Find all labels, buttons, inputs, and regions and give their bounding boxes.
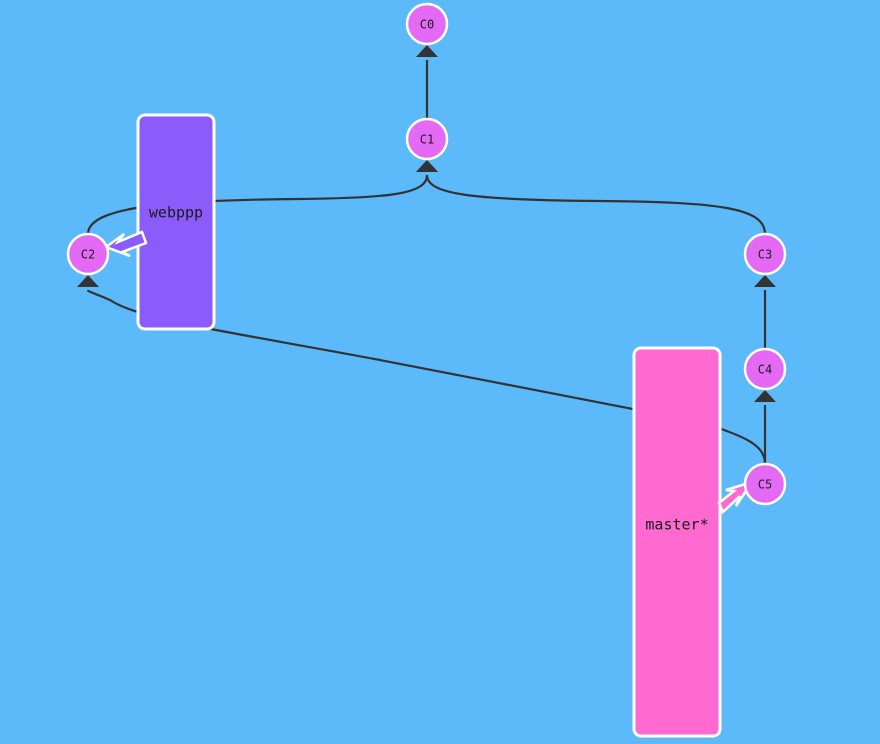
commit-node-c1[interactable]: C1 (405, 117, 449, 161)
branch-label-master: master* (645, 516, 708, 534)
commit-label-c0: C0 (420, 18, 434, 32)
commit-node-c0[interactable]: C0 (405, 2, 449, 46)
commit-node-c4[interactable]: C4 (743, 347, 787, 391)
commit-circle-c1[interactable] (405, 117, 449, 161)
branch-box-webppp[interactable] (136, 113, 216, 331)
edge-arrowhead-c4-c3 (754, 275, 776, 287)
branch-pointer-arrow-webppp (103, 230, 148, 258)
edge-c5-c2 (86, 289, 767, 465)
commit-circle-c3[interactable] (743, 232, 787, 276)
commit-node-c3[interactable]: C3 (743, 232, 787, 276)
edges-layer (77, 45, 776, 465)
commit-label-c4: C4 (758, 363, 772, 377)
branch-master[interactable]: master* (632, 346, 755, 738)
commit-label-c1: C1 (420, 133, 434, 147)
branch-webppp[interactable]: webppp (103, 113, 216, 331)
branch-box-master[interactable] (632, 346, 722, 738)
commit-label-c5: C5 (758, 478, 772, 492)
commit-label-c3: C3 (758, 248, 772, 262)
edge-arrowhead-c5-c4 (754, 390, 776, 402)
branch-pointer-arrow-master (717, 479, 755, 515)
edge-arrowhead-c3-c1 (416, 160, 438, 172)
branch-label-webppp: webppp (149, 204, 203, 222)
commit-circle-c0[interactable] (405, 2, 449, 46)
commit-circle-c5[interactable] (743, 462, 787, 506)
edge-arrowhead-c5-c2 (77, 275, 99, 287)
commit-node-c5[interactable]: C5 (743, 462, 787, 506)
commit-node-c2[interactable]: C2 (66, 232, 110, 276)
commit-circle-c4[interactable] (743, 347, 787, 391)
edge-c2-c1 (86, 174, 429, 235)
edge-c3-c1 (425, 174, 767, 235)
branches-layer: webppp master* (103, 113, 755, 738)
edge-arrowhead-c1-c0 (416, 45, 438, 57)
commit-label-c2: C2 (81, 248, 95, 262)
commit-circle-c2[interactable] (66, 232, 110, 276)
